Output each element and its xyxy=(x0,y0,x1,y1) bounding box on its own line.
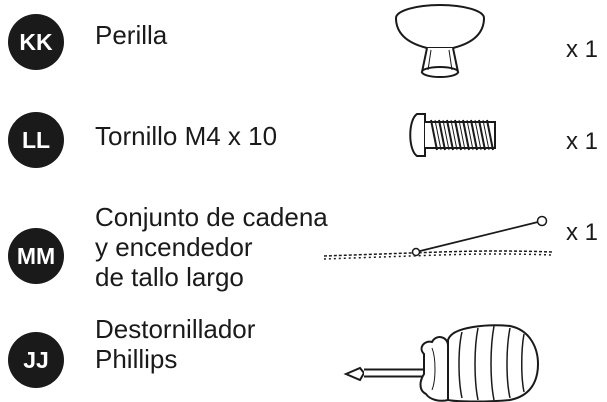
part-name: Destornillador Phillips xyxy=(95,314,255,374)
part-row-jj: JJ Destornillador Phillips xyxy=(0,310,607,402)
part-name-line: Conjunto de cadena xyxy=(95,202,328,232)
part-name-line: Perilla xyxy=(95,20,168,50)
part-name-line: Phillips xyxy=(95,344,178,374)
part-quantity: x 1 xyxy=(566,36,599,63)
part-name-line: de tallo largo xyxy=(95,262,244,292)
part-letter-badge: MM xyxy=(8,228,64,284)
part-letter-badge: JJ xyxy=(8,332,64,388)
screw-icon xyxy=(409,113,496,157)
chain-lighter-icon xyxy=(323,215,553,260)
part-row-kk: KK Perilla x 1 xyxy=(0,0,607,80)
knob-icon xyxy=(395,4,485,78)
part-row-ll: LL Tornillo M4 x 10 x 1 xyxy=(0,100,607,180)
part-row-mm: MM Conjunto de cadena y encendedor de ta… xyxy=(0,200,607,305)
part-quantity: x 1 xyxy=(566,219,599,246)
part-name: Conjunto de cadena y encendedor de tallo… xyxy=(95,202,328,292)
phillips-screwdriver-icon xyxy=(343,324,540,402)
part-name-line: y encendedor xyxy=(95,232,253,262)
part-name: Tornillo M4 x 10 xyxy=(95,121,277,151)
part-letter-badge: LL xyxy=(8,112,64,168)
part-quantity: x 1 xyxy=(566,128,599,155)
part-name-line: Tornillo M4 x 10 xyxy=(95,121,278,151)
part-name-line: Destornillador xyxy=(95,314,256,344)
part-letter-badge: KK xyxy=(8,14,64,70)
part-name: Perilla xyxy=(95,20,167,50)
